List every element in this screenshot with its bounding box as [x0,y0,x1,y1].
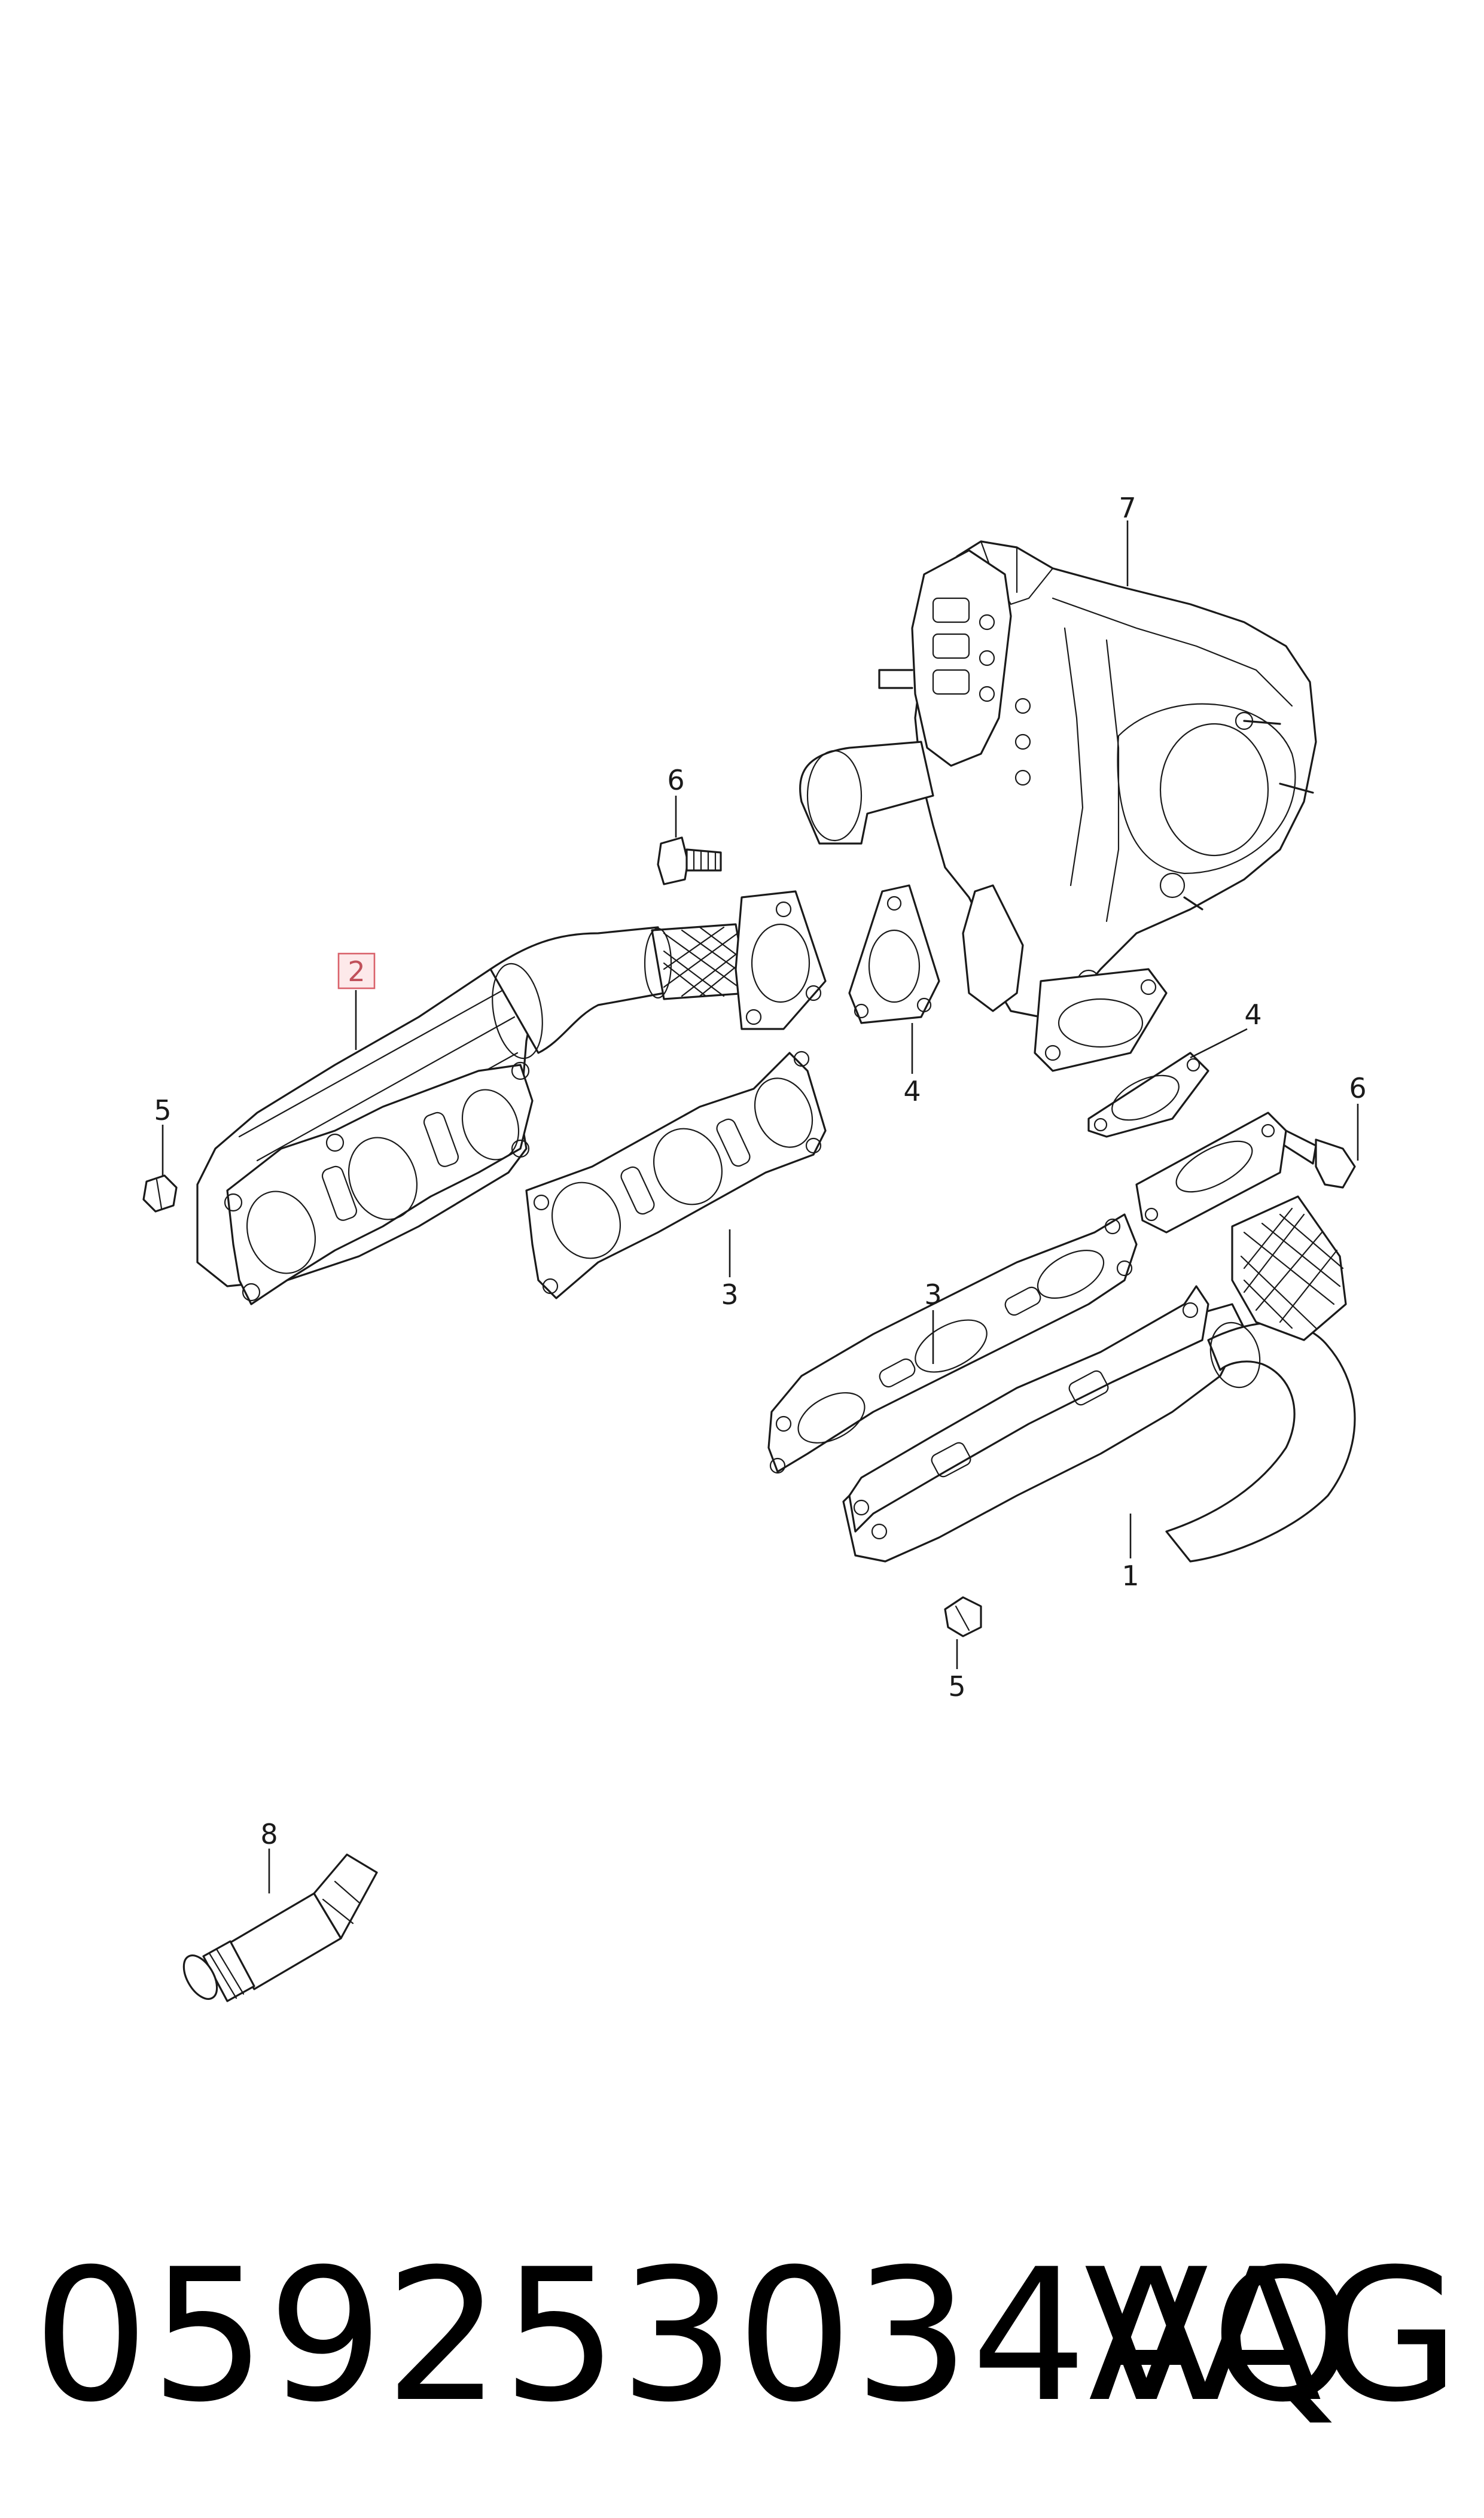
part-number-label: 059253034AQ [33,2230,1356,2442]
callout-6-top: 6 [667,764,684,796]
exhaust-manifold-right-part[interactable] [842,1112,1356,1563]
bolt-part-right[interactable] [1279,1129,1356,1189]
nut-part-left[interactable] [142,1174,178,1213]
exhaust-manifold-left-part[interactable] [196,890,827,1305]
callout-4-mid: 4 [903,1075,921,1107]
flange-gasket-right-part[interactable] [1087,1052,1209,1138]
callout-labels: 7 6 2 5 3 4 4 6 3 1 5 8 [154,492,1366,1850]
callout-5-bottom: 5 [948,1670,965,1703]
callout-1: 1 [1122,1560,1139,1592]
bolt-part-top[interactable] [657,836,722,885]
callout-3-right: 3 [924,1278,941,1311]
callout-4-right: 4 [1244,998,1261,1031]
manifold-gasket-right-part[interactable] [767,1213,1138,1474]
turbocharger-part[interactable] [799,540,1317,1072]
callout-2-highlighted[interactable]: 2 [337,952,376,989]
callout-7: 7 [1119,492,1136,524]
callout-8: 8 [260,1818,278,1850]
callout-3-left: 3 [721,1278,738,1311]
callout-2: 2 [348,955,365,988]
brand-label: VAG [1084,2230,1460,2442]
nut-part-bottom[interactable] [944,1596,982,1637]
callout-6-right: 6 [1349,1072,1366,1104]
callout-5-left: 5 [154,1094,171,1126]
manifold-gasket-left-part[interactable] [525,1051,827,1299]
leader-lines [161,520,1359,1893]
flange-gasket-mid-part[interactable] [848,884,940,1024]
sealant-tube-part[interactable] [177,1853,378,2005]
